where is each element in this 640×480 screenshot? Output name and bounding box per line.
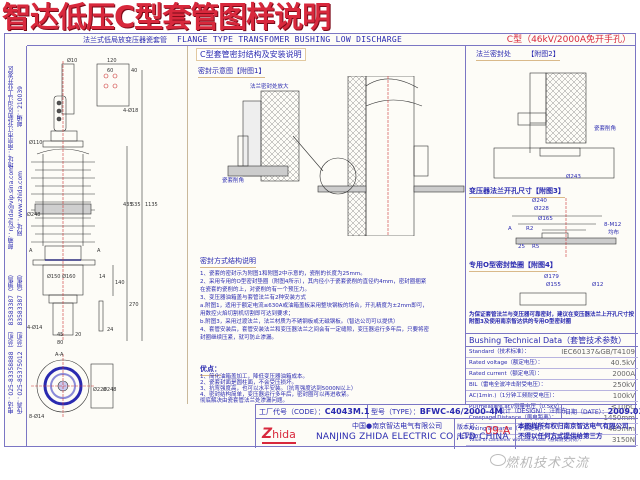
address-text: 地址：南京市江北新区沿江工业开发区 [8,66,15,168]
svg-text:80: 80 [57,340,63,346]
page-title: 智达低压C型套管图样说明 [2,0,331,34]
title-block-row2: Zhida 中国●南京智达电气有限公司 NANJING ZHIDA ELECTR… [256,419,638,449]
fig1-callout2: 瓷套削角 [222,178,245,184]
svg-text:Ø110: Ø110 [29,139,42,146]
spec-row: AC(1min.)（1分钟工频耐受电压）：100kV [466,391,638,402]
title-block: 工厂代号（CODE）：C4043M.1 型号（TYPE）：BFWC-46/200… [255,404,640,449]
structure-notes: 1、瓷套的密封示为附图1和附图2中示意的，瓷削的长度为25mm。 2、采用专用的… [200,271,430,341]
bushing-outline-icon: Ø10 120 60 40 4-Ø18 Ø110 Ø248 A A 435 53… [27,57,158,420]
spec-row: BIL（雷电全波冲击耐受电压）：250kV [466,380,638,391]
company-cn: 中国●南京智达电气有限公司 [352,422,443,430]
website-text: 网址：www.zhida.com [17,171,24,236]
title-block-row1: 工厂代号（CODE）：C4043M.1 型号（TYPE）：BFWC-46/200… [256,405,640,419]
design-value: 汪新东 [549,408,568,415]
fig2-label: 法兰密封处 【附图2】 [476,49,560,61]
svg-text:140: 140 [115,280,125,286]
svg-text:Ø150 Ø160: Ø150 Ø160 [47,273,76,280]
svg-text:20: 20 [75,332,81,338]
seal-diagram-icon [227,76,465,236]
svg-text:A: A [97,248,101,254]
zhida-logo: Zhida [262,426,296,444]
svg-text:4-Ø14: 4-Ø14 [27,324,42,331]
model-tag: C型（46kV/2000A免开手孔） [506,35,631,45]
flange-figures-icon [493,72,617,306]
svg-text:535: 535 [131,202,141,208]
company-en: NANJING ZHIDA ELECTRIC CO.,LTD CHINA [316,432,509,442]
fig2-dim: Ø243 [566,174,581,180]
spec-row: Rated current（额定电流）：2000A [466,369,638,380]
svg-text:8-Ø14: 8-Ø14 [29,413,44,420]
spec-row: PD(measure at)/测量电压（0.5kV）：≤10pC [466,402,638,413]
section-title: C型套管密封结构及安装说明 [196,48,306,61]
svg-text:Ø248: Ø248 [27,211,40,218]
wechat-icon [490,454,506,466]
fig3-label: 变压器法兰开孔尺寸【附图3】 [469,186,565,198]
fig1-label: 密封示意图【附图1】 [198,66,266,78]
svg-text:Ø228: Ø228 [93,386,106,393]
svg-text:Ø10: Ø10 [67,57,77,64]
postcode-text: 邮编：210039 [17,86,24,127]
fig2-callout: 瓷套削角 [594,126,617,132]
advantages-title: 优点： [200,364,221,376]
installation-instructions: C型套管密封结构及安装说明 密封示意图【附图1】 [187,46,465,404]
right-panel: 法兰密封处 【附图2】 瓷套削角 Ø243 变压器法兰开孔尺寸【附图3】 Ø24 [465,46,638,446]
drawing-sheet: 法兰式低局放变压器瓷套管 FLANGE TYPE TRANSFOMER BUSH… [4,33,640,449]
svg-text:24: 24 [107,327,113,333]
code-value: C4043M.1 [324,407,370,416]
svg-text:40: 40 [131,68,137,74]
spec-title: Bushing Technical Data（套管技术参数） [466,333,638,347]
revision-box: 版本号： REV.No. 09-A [454,419,516,449]
revision-value: 09-A [485,424,511,437]
svg-text:60: 60 [107,68,113,74]
svg-text:14: 14 [99,274,105,280]
watermark: 燃机技术交流 [505,456,590,471]
svg-text:120: 120 [107,58,117,64]
contact-sidebar: 地址：南京市江北新区沿江工业开发区 邮编：210039 邮箱：njzhida@v… [5,46,27,446]
spec-row: Rated voltage（额定电压）：40.5kV [466,358,638,369]
svg-text:4-Ø18: 4-Ø18 [123,107,138,114]
svg-text:1135: 1135 [145,202,158,208]
svg-text:A-A: A-A [55,352,64,358]
spec-row: Standard（技术标准）：IEC60137&GB/T4109 [466,347,638,358]
svg-text:A: A [29,248,33,254]
fax-text: 传真：025-85375012（总机） 83583387（销售） [17,271,24,414]
svg-text:45: 45 [57,332,63,338]
fig4-label: 专用O型密封垫圈【附图4】 [469,260,557,272]
email-text: 邮箱：njzhida@vip.sina.com [8,166,15,250]
spec-row: Arcing Distance（干弧距离）：485mm [466,424,638,435]
type-value: BFWC-46/2000-4M [419,407,503,416]
svg-text:435: 435 [123,202,133,208]
svg-text:Ø248: Ø248 [103,386,116,393]
bushing-drawing: Ø10 120 60 40 4-Ø18 Ø110 Ø248 A A 435 53… [27,46,187,420]
date-value: 2009.03.27 [607,407,640,416]
svg-text:270: 270 [129,302,139,308]
advantages-list: 1、简化油箱盖加工，降低变压器油箱成本。 2、瓷套封面是圆柱面，不会受压损坏。 … [200,374,357,404]
header-en-title: FLANGE TYPE TRANSFOMER BUSHING LOW DISCH… [177,35,403,44]
structure-title: 密封方式结构说明 [200,256,256,268]
phone-text: 电话：025-83358888（总机） 83583387（销售） [8,271,15,414]
copyright-notice: 本图样所有权归南京智达电气有限公司，不得以任何方式提供给第三方 [518,422,635,440]
fig1-callout: 法兰密封处放大 [250,84,289,90]
header-cn-title: 法兰式低局放变压器瓷套管 [83,36,167,44]
sheet-header: 法兰式低局放变压器瓷套管 FLANGE TYPE TRANSFOMER BUSH… [27,34,635,46]
fig4-note: 为保证套管法兰与变压器可靠密封，建议在变压器法兰上开孔尺寸按附图3及使用南京智达… [469,312,635,325]
spec-row: Value of cantilever withstand load（悬臂耐受负… [466,435,638,446]
